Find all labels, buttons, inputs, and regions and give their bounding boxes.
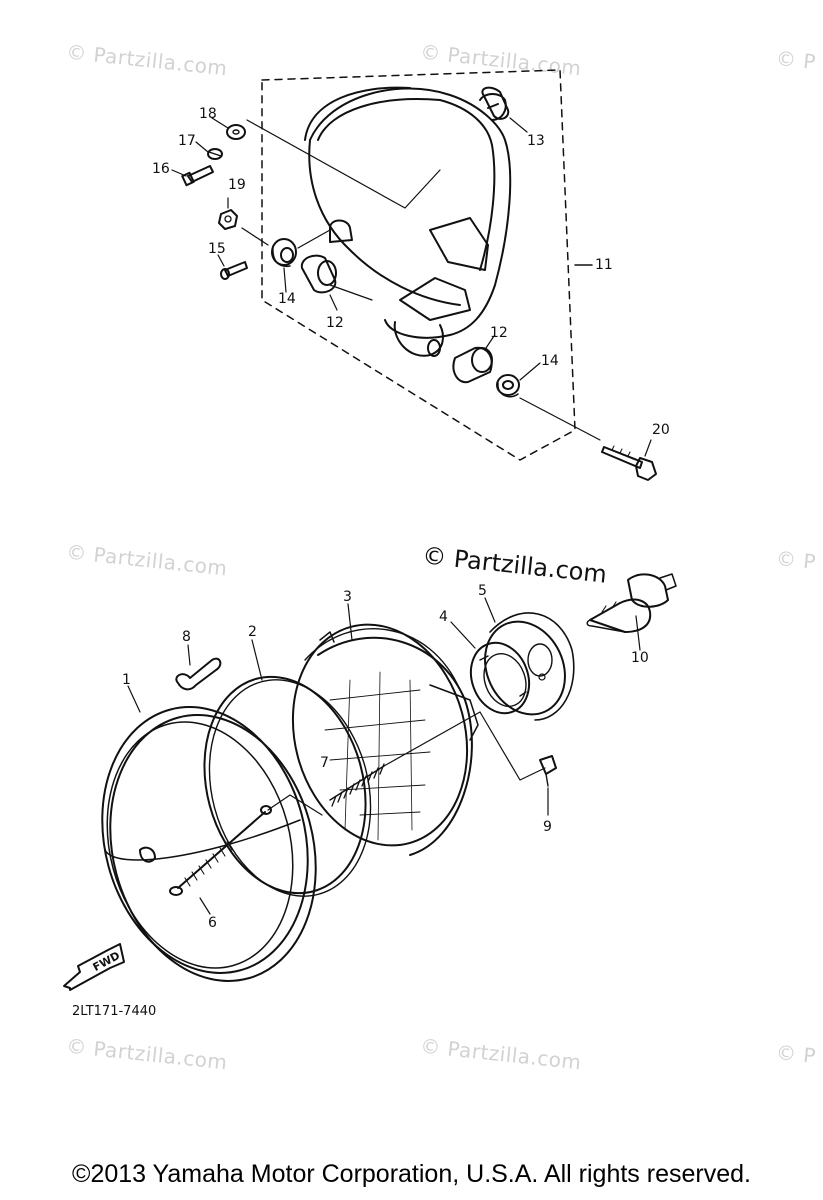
callout-7: 7 <box>320 755 329 771</box>
callout-18: 18 <box>199 106 217 122</box>
part-17-lockwasher <box>207 148 223 160</box>
housing-boundary <box>261 69 576 461</box>
part-8-clip <box>175 657 222 691</box>
callout-10: 10 <box>631 650 649 666</box>
part-12-collar-right <box>452 346 493 384</box>
part-10-bulb <box>586 573 677 633</box>
part-15-screw <box>220 261 248 280</box>
callout-11: 11 <box>595 257 613 273</box>
part-6-screw <box>169 805 272 896</box>
part-16-bolt <box>181 165 214 187</box>
part-13-clip <box>481 86 510 120</box>
callout-14a: 14 <box>278 291 296 307</box>
callout-16: 16 <box>152 161 170 177</box>
callout-13: 13 <box>527 133 545 149</box>
fwd-arrow-icon <box>63 943 125 991</box>
part-14-grommet-left <box>271 238 297 268</box>
diagram-code: 2LT171-7440 <box>72 1004 157 1019</box>
callout-2: 2 <box>248 624 257 640</box>
headlight-group <box>63 573 677 991</box>
callout-3: 3 <box>343 589 352 605</box>
callout-12a: 12 <box>326 315 344 331</box>
part-2-ring <box>203 675 372 897</box>
part-18-washer <box>226 124 246 140</box>
part-20-bolt <box>601 445 657 481</box>
part-19-nut <box>218 209 238 230</box>
callout-15: 15 <box>208 241 226 257</box>
part-3-lens-unit <box>291 623 479 856</box>
part-12-collar-left <box>300 254 337 294</box>
housing-shell <box>304 86 512 357</box>
callout-14b: 14 <box>541 353 559 369</box>
copyright-notice: ©2013 Yamaha Motor Corporation, U.S.A. A… <box>72 1160 751 1188</box>
part-7-spring <box>329 763 385 807</box>
callout-4: 4 <box>439 609 448 625</box>
callout-12b: 12 <box>490 325 508 341</box>
callout-19: 19 <box>228 177 246 193</box>
callout-17: 17 <box>178 133 196 149</box>
part-1-rim <box>101 706 317 982</box>
housing-group <box>171 69 657 481</box>
callout-6: 6 <box>208 915 217 931</box>
callout-20: 20 <box>652 422 670 438</box>
callout-9: 9 <box>543 819 552 835</box>
part-9-terminal <box>539 755 557 787</box>
callout-5: 5 <box>478 583 487 599</box>
part-14-grommet-right <box>496 374 520 398</box>
callout-8: 8 <box>182 629 191 645</box>
callout-1: 1 <box>122 672 131 688</box>
part-5-socket-cover <box>484 612 575 721</box>
